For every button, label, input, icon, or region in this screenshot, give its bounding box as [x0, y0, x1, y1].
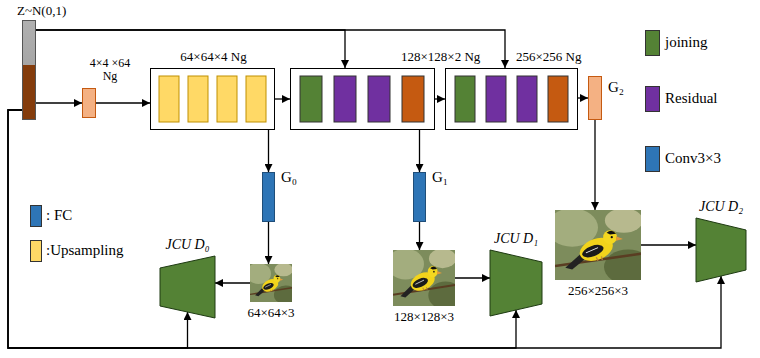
image-size-label: 256×256×3	[535, 283, 661, 298]
upsampling-blocks	[159, 76, 266, 122]
flow-arrow	[215, 282, 250, 283]
flow-arrow	[96, 102, 150, 103]
generated-image: 128×128×3	[393, 250, 455, 306]
joining-block	[455, 76, 475, 122]
legend-swatch	[645, 146, 660, 172]
legend-swatch	[645, 86, 660, 112]
legend-entry: joining	[645, 30, 688, 48]
discriminator-label: JCU D₁	[475, 231, 557, 247]
joining-block	[300, 76, 322, 122]
flow-arrow	[275, 98, 290, 99]
refine-stage: 128×128×2 Ng	[290, 68, 435, 130]
flow-arrow	[268, 130, 269, 172]
residual-block	[334, 76, 356, 122]
legend-text: Residual	[665, 89, 718, 107]
legend-swatch	[645, 30, 660, 56]
image-size-label: 64×64×3	[220, 305, 322, 320]
fc-box: 4×4 ×64 Ng	[82, 88, 96, 118]
flow-arrow	[419, 130, 420, 172]
legend-text: joining	[665, 33, 708, 51]
generator-output: G₁	[413, 172, 426, 222]
residual-block	[486, 76, 506, 122]
bird-photo	[546, 208, 652, 284]
discriminator-shape	[490, 250, 542, 316]
discriminator: JCU D₁	[490, 250, 542, 316]
size-label: 4×4 ×64 Ng	[89, 57, 131, 83]
discriminator-shape	[160, 256, 215, 318]
upsampling-block	[217, 76, 237, 122]
discriminator-shape	[696, 218, 746, 282]
legend-entry: Residual	[645, 86, 698, 104]
flow-arrow	[419, 222, 420, 250]
residual-block	[517, 76, 537, 122]
generator-label: G₀	[281, 169, 311, 186]
stage-blocks-128	[300, 76, 424, 122]
bird-photo	[246, 263, 298, 304]
legend-text: : FC	[46, 206, 72, 224]
legend-swatch	[30, 205, 42, 227]
legend-entry: : FC	[30, 205, 56, 223]
flow-arrow	[8, 110, 516, 348]
generated-image: 64×64×3	[250, 264, 292, 302]
discriminator-shape	[160, 256, 215, 318]
flow-arrow	[594, 120, 595, 210]
stage-blocks-256	[455, 76, 568, 122]
legend-text: :Upsampling	[46, 241, 124, 259]
generator-output: G₀	[262, 172, 275, 222]
upsampling-out-block	[548, 76, 568, 122]
legend-entry: :Upsampling	[30, 240, 108, 258]
legend-swatch	[30, 240, 42, 262]
flow-arrow	[36, 30, 345, 68]
flow-arrow	[641, 244, 696, 245]
refine-stage: 256×256 Ng	[445, 68, 578, 130]
generator-output: G₂	[588, 76, 602, 120]
flow-arrow	[36, 102, 82, 103]
flow-arrow	[435, 98, 445, 99]
image-size-label: 128×128×3	[363, 309, 485, 324]
discriminator-label: JCU D₀	[145, 237, 230, 253]
upsampling-block	[246, 76, 266, 122]
discriminator-shape	[490, 250, 542, 316]
noise-label: Z~N(0,1)	[17, 3, 87, 18]
residual-block	[368, 76, 390, 122]
size-label: 128×128×2 Ng	[401, 49, 493, 64]
upsampling-block	[188, 76, 208, 122]
discriminator-shape	[696, 218, 746, 282]
discriminator: JCU D₀	[160, 256, 215, 318]
discriminator-label: JCU D₂	[688, 199, 754, 215]
generator-label: G₂	[608, 79, 638, 96]
generated-image: 256×256×3	[555, 210, 641, 280]
size-label: 64×64×4 Ng	[151, 49, 276, 64]
flow-arrow	[455, 277, 490, 278]
upsampling-stage: 64×64×4 Ng	[150, 68, 275, 130]
flow-arrow	[8, 110, 188, 348]
legend-entry: Conv3×3	[645, 146, 701, 164]
upsampling-block	[159, 76, 179, 122]
flow-arrow	[8, 110, 721, 348]
noise-vector: Z~N(0,1)	[22, 20, 36, 120]
flow-arrow	[268, 222, 269, 264]
flow-arrow	[578, 97, 588, 98]
legend-text: Conv3×3	[665, 149, 721, 167]
discriminator: JCU D₂	[696, 218, 746, 282]
bird-photo	[387, 249, 463, 310]
generator-label: G₁	[432, 169, 462, 186]
size-label: 256×256 Ng	[516, 49, 596, 64]
upsampling-out-block	[402, 76, 424, 122]
